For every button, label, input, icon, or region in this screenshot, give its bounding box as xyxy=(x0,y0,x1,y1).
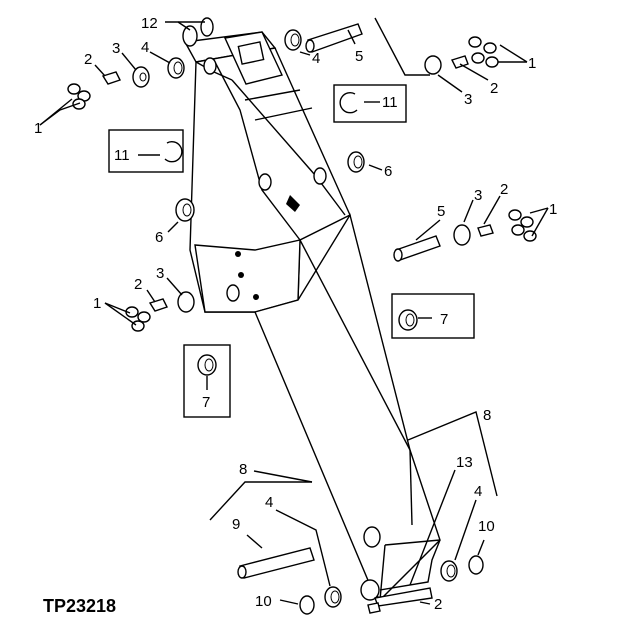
fitting-2-mid xyxy=(477,224,494,237)
pin-5-top xyxy=(305,23,363,53)
callout-2-upper-left: 2 xyxy=(84,51,92,68)
callout-3-lower-mid: 3 xyxy=(156,265,164,282)
callout-11-right: 11 xyxy=(382,94,398,111)
callout-10-bottom-right: 10 xyxy=(478,518,495,535)
callout-13: 13 xyxy=(456,454,473,471)
callout-2-upper-right: 2 xyxy=(490,80,498,97)
callout-7-right: 7 xyxy=(440,311,448,328)
fasteners-1-lower-mid xyxy=(125,306,151,332)
callout-2-lower-mid: 2 xyxy=(134,276,142,293)
bushing-4-upper xyxy=(167,57,185,79)
callout-4-upper-left: 4 xyxy=(141,39,149,56)
callout-8-right: 8 xyxy=(483,407,491,424)
bushing-4-bottom-right xyxy=(440,560,458,582)
callout-3-upper-right: 3 xyxy=(464,91,472,108)
fitting-2-upper-left xyxy=(101,71,121,85)
bushing-12 xyxy=(182,17,214,47)
callout-2-bottom: 2 xyxy=(434,596,442,613)
callout-5-top: 5 xyxy=(355,48,363,65)
callout-4-bottom-right: 4 xyxy=(474,483,482,500)
inset-7-left xyxy=(183,344,231,418)
inset-11-right xyxy=(333,84,407,123)
callout-8-left: 8 xyxy=(239,461,247,478)
pin-5-mid xyxy=(393,235,441,262)
washer-3-lower-mid xyxy=(177,291,195,313)
callout-4-bottom-left: 4 xyxy=(265,494,273,511)
washer-10-bottom-right xyxy=(468,555,484,575)
washer-3-upper-right xyxy=(424,55,442,75)
callout-labels: 1 2 3 4 12 4 5 3 2 1 11 11 6 6 5 3 2 1 3… xyxy=(34,15,557,613)
washer-3-mid xyxy=(453,224,471,246)
pin-9 xyxy=(237,547,315,579)
washer-10-bottom-left xyxy=(299,595,315,615)
figure-code: TP23218 xyxy=(43,596,116,616)
leader-lines xyxy=(39,17,549,605)
callout-5-mid: 5 xyxy=(437,203,445,220)
bushing-4-top xyxy=(284,29,302,51)
callout-6-right: 6 xyxy=(384,163,392,180)
bushing-4-bottom-left xyxy=(324,586,342,608)
fasteners-1-mid xyxy=(508,209,537,242)
callout-11-left: 11 xyxy=(114,147,130,164)
callout-12: 12 xyxy=(141,15,158,32)
callout-3-upper-left: 3 xyxy=(112,40,120,57)
callout-1-mid: 1 xyxy=(549,201,557,218)
callout-3-mid: 3 xyxy=(474,187,482,204)
callout-1-upper-left: 1 xyxy=(34,120,42,137)
bushing-6-right xyxy=(347,151,365,173)
bushing-6-left xyxy=(175,198,195,222)
callout-2-mid: 2 xyxy=(500,181,508,198)
callout-1-lower-mid: 1 xyxy=(93,295,101,312)
inset-7-right xyxy=(391,293,475,339)
callout-6-left: 6 xyxy=(155,229,163,246)
callout-4-top: 4 xyxy=(312,50,320,67)
fitting-2-lower-mid xyxy=(148,298,168,312)
boom-arm xyxy=(183,31,441,602)
callout-7-left: 7 xyxy=(202,394,210,411)
fitting-2-bottom xyxy=(367,602,381,614)
fasteners-1-upper-left xyxy=(67,83,91,110)
callout-1-upper-right: 1 xyxy=(528,55,536,72)
callout-9: 9 xyxy=(232,516,240,533)
fitting-2-upper-right xyxy=(451,55,469,69)
callout-10-bottom-left: 10 xyxy=(255,593,272,610)
fasteners-1-upper-right xyxy=(468,36,499,68)
inset-11-left xyxy=(108,129,184,173)
washer-3-upper-left xyxy=(132,66,150,88)
